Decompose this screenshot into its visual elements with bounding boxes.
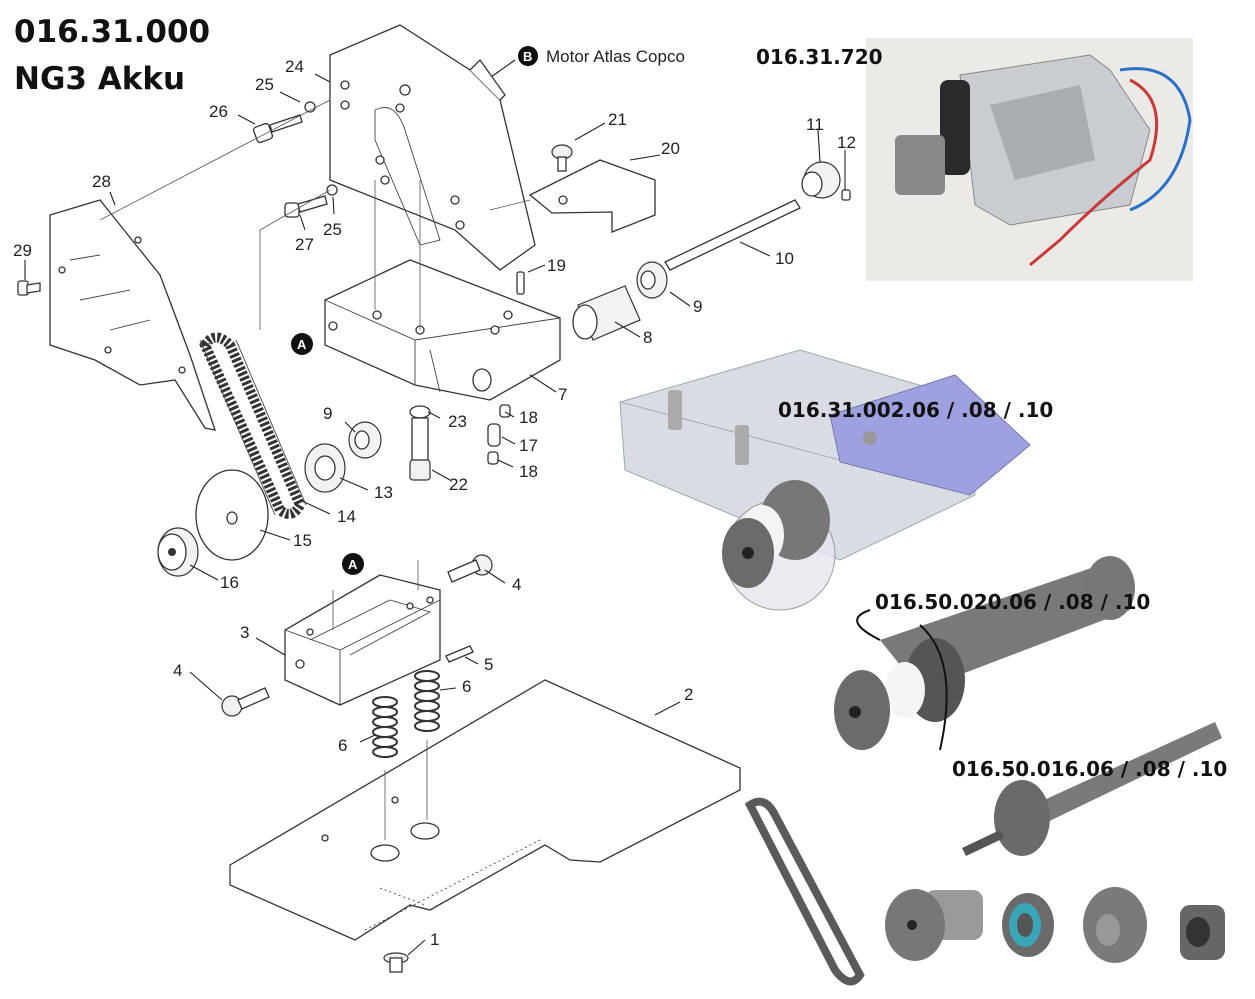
assembly-lines [99,99,531,840]
shaft [664,199,801,271]
callout-4a: 4 [512,575,521,594]
callout-28: 28 [92,172,111,191]
knurled-knob [157,527,199,577]
callout-25b: 25 [323,220,342,239]
callout-15: 15 [293,531,312,550]
callout-11: 11 [806,115,824,134]
callout-29: 29 [13,241,32,260]
callout-17: 17 [519,436,538,455]
callout-8: 8 [643,328,652,347]
toothed-belt [199,332,307,519]
callout-24: 24 [285,57,304,76]
callout-23: 23 [448,412,467,431]
callout-13: 13 [374,483,393,502]
callout-numbers: 1 2 3 4 4 5 6 6 7 8 9 9 10 11 12 13 14 1… [13,57,856,949]
motor-housing [329,24,536,271]
callout-3: 3 [240,623,249,642]
badge-a-lower: A [342,553,364,575]
knob-sleeve-render [885,889,983,961]
callout-9b: 9 [323,404,332,423]
bearing-shaft [636,261,668,299]
svg-text:A: A [348,557,358,572]
callout-4b: 4 [173,661,182,680]
bearing-render [1002,893,1054,957]
leader-lines [24,73,846,956]
bracket [528,159,656,233]
callout-21: 21 [608,110,627,129]
screw-26 [252,101,316,144]
screw-29 [17,280,41,296]
screw-small [551,144,573,172]
svg-text:A: A [297,337,307,352]
motor-label: Motor Atlas Copco [546,47,685,66]
badge-a-upper: A [291,333,313,355]
spring-right [414,670,440,732]
callout-27: 27 [295,235,314,254]
belt-render [744,797,865,986]
callout-20: 20 [661,139,680,158]
screw-27 [284,184,338,218]
callout-10: 10 [775,249,794,268]
callout-5: 5 [484,655,493,674]
part-label-pinion: 016.50.016.06 / .08 / .10 [952,757,1228,781]
carrier-render [619,349,1031,611]
cover-plate [49,199,216,431]
shaft-render [834,556,1135,751]
callout-16: 16 [220,573,239,592]
motor-callout: B Motor Atlas Copco [469,46,685,93]
callout-1: 1 [430,930,439,949]
model-name: NG3 Akku [14,61,186,97]
screw-4-bottom [221,687,270,717]
callout-6b: 6 [338,736,347,755]
callout-18a: 18 [519,408,538,427]
nut-render [1180,905,1225,960]
callout-9a: 9 [693,297,702,316]
callout-6a: 6 [462,677,471,696]
screw-1 [383,952,409,973]
pinion-render [962,722,1222,856]
pin-5 [445,645,474,663]
bearing-small [348,421,382,459]
screw-4-top [447,554,493,583]
sleeve [572,285,641,341]
callout-7: 7 [558,385,567,404]
set-screw [841,189,851,201]
callout-22: 22 [449,475,468,494]
spring-left [372,696,398,758]
base-plate [229,679,741,941]
callout-12: 12 [837,133,856,152]
motor-render [895,54,1192,267]
pin [516,271,525,295]
callout-25a: 25 [255,75,274,94]
part-label-motor: 016.31.720 [756,45,883,69]
badge-b: B [523,49,532,64]
article-number: 016.31.000 [14,14,211,50]
callout-14: 14 [337,507,356,526]
carrier-block [324,259,561,401]
part-label-shaft: 016.50.020.06 / .08 / .10 [875,590,1151,614]
callout-18b: 18 [519,462,538,481]
saw-blade [195,469,269,561]
callout-2: 2 [684,685,693,704]
spring-17 [487,423,501,447]
knob-render [1083,887,1147,963]
callout-19: 19 [547,256,566,275]
part-label-carrier: 016.31.002.06 / .08 / .10 [778,398,1054,422]
lower-bracket [284,574,441,706]
screw-22 [409,405,431,481]
pulley [304,443,346,493]
callout-26: 26 [209,102,228,121]
knurled-knob-small [801,161,841,199]
